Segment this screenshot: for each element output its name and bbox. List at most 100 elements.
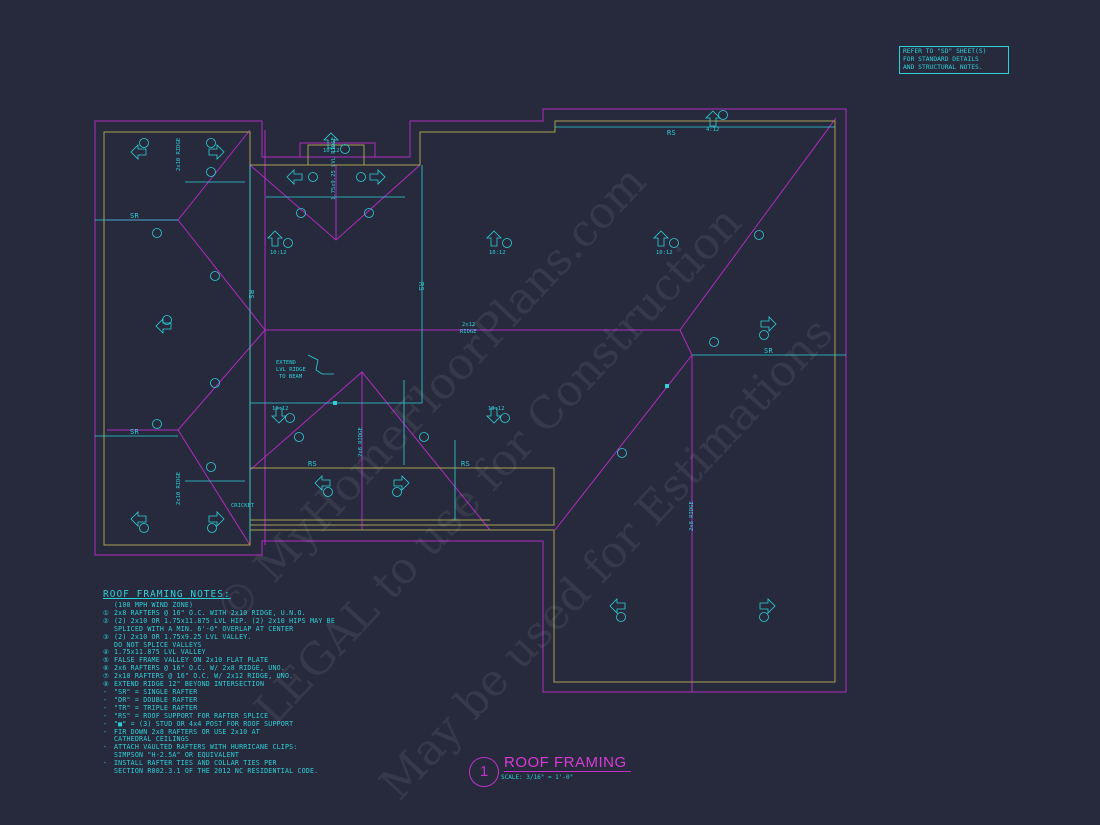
roof-framing-notes: ROOF FRAMING NOTES: (100 MPH WIND ZONE) …	[103, 589, 363, 776]
note-marker: ②	[103, 616, 110, 625]
drawing-number: 1	[469, 757, 499, 787]
note-marker: -	[103, 695, 108, 704]
note-text: FIR DOWN 2x8 RAFTERS OR USE 2x10 AT	[114, 727, 260, 736]
svg-text:10:12: 10:12	[272, 406, 289, 412]
note-text: "DR" = DOUBLE RAFTER	[114, 695, 198, 704]
note-text: 2x8 RAFTERS @ 16" O.C. WITH 2x10 RIDGE, …	[114, 608, 306, 617]
note-marker	[103, 768, 114, 776]
note-item: ① 2x8 RAFTERS @ 16" O.C. WITH 2x10 RIDGE,…	[103, 608, 363, 618]
reference-note-line: FOR STANDARD DETAILS	[903, 56, 979, 63]
svg-text:RS: RS	[417, 282, 425, 291]
note-text: SIMPSON "H-2.5A" OR EQUIVALENT	[114, 751, 240, 760]
svg-text:10:12: 10:12	[489, 250, 506, 256]
note-text: INSTALL RAFTER TIES AND COLLAR TIES PER	[114, 759, 277, 768]
note-text: "RS" = ROOF SUPPORT FOR RAFTER SPLICE	[114, 711, 269, 720]
note-item: -"DR" = DOUBLE RAFTER	[103, 695, 363, 705]
note-text: ATTACH VAULTED RAFTERS WITH HURRICANE CL…	[114, 743, 298, 752]
note-marker: ⑤	[103, 656, 110, 665]
note-text: "SR" = SINGLE RAFTER	[114, 687, 198, 696]
wall-outline	[103, 120, 836, 683]
note-item: SPLICED WITH A MIN. 6'-0" OVERLAP AT CEN…	[103, 624, 363, 634]
note-text: CATHEDRAL CEILINGS	[114, 735, 190, 744]
note-item: ⑥ 2x6 RAFTERS @ 16" O.C. W/ 2x8 RIDGE, UN…	[103, 664, 363, 673]
svg-text:10:12: 10:12	[323, 148, 340, 154]
note-item: CATHEDRAL CEILINGS	[103, 736, 363, 744]
note-item: -"RS" = ROOF SUPPORT FOR RAFTER SPLICE	[103, 711, 363, 721]
reference-note-box: REFER TO "SD" SHEET(S) FOR STANDARD DETA…	[899, 46, 1009, 74]
svg-text:SR: SR	[130, 212, 140, 220]
svg-text:EXTEND: EXTEND	[276, 360, 296, 366]
note-item: -"TR" = TRIPLE RAFTER	[103, 703, 363, 713]
svg-text:LVL RIDGE: LVL RIDGE	[276, 367, 306, 373]
note-marker: ⑥	[103, 664, 110, 673]
note-item: ② (2) 2x10 OR 1.75x11.875 LVL HIP. (2) 2x…	[103, 616, 363, 626]
svg-text:RS: RS	[667, 129, 676, 137]
note-item: -"■" = (3) STUD OR 4x4 POST FOR ROOF SUP…	[103, 719, 363, 729]
note-text: (2) 2x10 OR 1.75x11.875 LVL HIP. (2) 2x1…	[114, 616, 335, 625]
notes-heading: ROOF FRAMING NOTES:	[103, 589, 231, 600]
svg-text:1.75x9.25 LVL RIDGE: 1.75x9.25 LVL RIDGE	[331, 137, 337, 200]
note-item: -ATTACH VAULTED RAFTERS WITH HURRICANE C…	[103, 743, 363, 752]
notes-list: ① 2x8 RAFTERS @ 16" O.C. WITH 2x10 RIDGE,…	[103, 608, 363, 776]
reference-note-line: AND STRUCTURAL NOTES.	[903, 64, 983, 71]
support-posts	[333, 384, 669, 405]
svg-text:SR: SR	[130, 428, 140, 436]
svg-text:2x8 RIDGE: 2x8 RIDGE	[358, 427, 364, 457]
reference-note-line: REFER TO "SD" SHEET(S)	[903, 48, 987, 55]
note-text: 1.75x11.875 LVL VALLEY	[114, 648, 206, 657]
note-marker: -	[103, 743, 108, 752]
note-text: 2x6 RAFTERS @ 16" O.C. W/ 2x8 RIDGE, UNO…	[114, 664, 285, 673]
note-text: "TR" = TRIPLE RAFTER	[114, 703, 198, 712]
note-marker: ①	[103, 608, 110, 617]
notes-subheading: (100 MPH WIND ZONE)	[114, 601, 194, 609]
svg-text:2x10 RIDGE: 2x10 RIDGE	[176, 138, 182, 171]
note-marker: ④	[103, 648, 110, 657]
note-text: EXTEND RIDGE 12" BEYOND INTERSECTION	[114, 680, 265, 689]
note-marker: -	[103, 687, 108, 696]
note-item: -INSTALL RAFTER TIES AND COLLAR TIES PER	[103, 759, 363, 768]
drawing-scale: SCALE: 3/16" = 1'-0"	[501, 774, 574, 781]
note-item: -FIR DOWN 2x8 RAFTERS OR USE 2x10 AT	[103, 727, 363, 737]
note-marker: -	[103, 711, 108, 720]
note-marker: ⑧	[103, 680, 110, 689]
note-marker: -	[103, 719, 108, 728]
note-text: "■" = (3) STUD OR 4x4 POST FOR ROOF SUPP…	[114, 719, 294, 728]
svg-text:TO BEAM: TO BEAM	[279, 374, 303, 380]
svg-text:10:12: 10:12	[656, 250, 673, 256]
note-marker: ③	[103, 632, 110, 641]
svg-text:10:12: 10:12	[488, 406, 505, 412]
svg-text:RS: RS	[247, 290, 255, 299]
note-item: ④ 1.75x11.875 LVL VALLEY	[103, 649, 363, 657]
callout-tags	[152, 110, 764, 472]
note-item: ⑧ EXTEND RIDGE 12" BEYOND INTERSECTION	[103, 680, 363, 689]
note-item: SIMPSON "H-2.5A" OR EQUIVALENT	[103, 751, 363, 760]
pitch-markers: 10:12 10:12 10:12 10:12 4:12 10:12 10:12	[130, 110, 777, 622]
note-item: -"SR" = SINGLE RAFTER	[103, 687, 363, 697]
note-item: ③ (2) 2x10 OR 1.75x9.25 LVL VALLEY.	[103, 632, 363, 642]
note-item: SECTION R802.3.1 OF THE 2012 NC RESIDENT…	[103, 767, 363, 776]
note-marker: -	[103, 727, 108, 736]
note-item: DO NOT SPLICE VALLEYS	[103, 640, 363, 650]
note-text: DO NOT SPLICE VALLEYS	[114, 640, 202, 649]
svg-text:4:12: 4:12	[706, 127, 719, 133]
svg-text:RIDGE: RIDGE	[460, 329, 477, 335]
svg-text:2x10 RIDGE: 2x10 RIDGE	[176, 472, 182, 505]
framing-labels: SR SR SR RS RS RS RS RS 2x12 RIDGE CRICK…	[130, 129, 774, 531]
note-text: SPLICED WITH A MIN. 6'-0" OVERLAP AT CEN…	[114, 624, 294, 633]
svg-text:2x12: 2x12	[462, 322, 475, 328]
note-marker: -	[103, 703, 108, 712]
framing-lines	[95, 126, 846, 540]
note-text: (2) 2x10 OR 1.75x9.25 LVL VALLEY.	[114, 632, 252, 641]
svg-text:2x8 RIDGE: 2x8 RIDGE	[689, 501, 695, 531]
note-text: SECTION R802.3.1 OF THE 2012 NC RESIDENT…	[114, 767, 319, 776]
svg-text:10:12: 10:12	[270, 250, 287, 256]
drawing-title: ROOF FRAMING	[504, 754, 631, 772]
note-marker: -	[103, 759, 108, 768]
note-marker: ⑦	[103, 672, 110, 681]
svg-text:RS: RS	[461, 460, 470, 468]
svg-text:SR: SR	[764, 347, 774, 355]
svg-text:RS: RS	[308, 460, 317, 468]
